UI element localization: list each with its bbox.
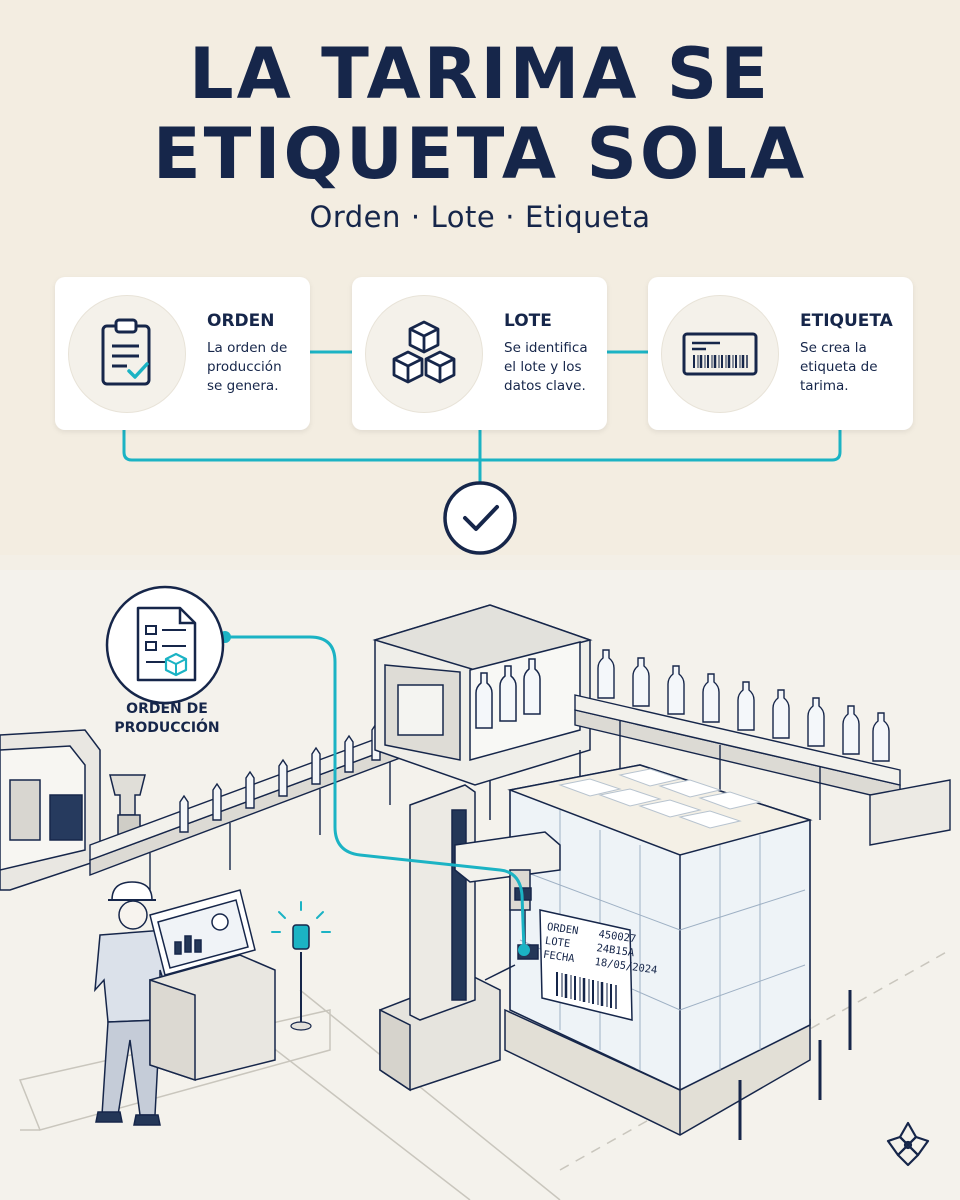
wrapped-pallet bbox=[504, 764, 852, 1140]
step-description-line: Se crea la bbox=[800, 340, 867, 356]
step-card-lote: LOTE Se identifica el lote y los datos c… bbox=[352, 277, 607, 430]
boxes-icon bbox=[392, 320, 456, 384]
step-description-line: producción bbox=[207, 359, 282, 375]
step-description-line: La orden de bbox=[207, 340, 288, 356]
control-terminal bbox=[149, 889, 276, 1082]
step-title: LOTE bbox=[504, 311, 552, 331]
step-description-line: Se identifica bbox=[504, 340, 588, 356]
subtitle-item-lote: Lote bbox=[430, 200, 496, 234]
page-title: LA TARIMA SE ETIQUETA SOLA bbox=[0, 34, 960, 194]
subtitle: Orden · Lote · Etiqueta bbox=[0, 200, 960, 234]
check-circle-icon bbox=[443, 481, 517, 555]
production-order-icon bbox=[105, 585, 225, 705]
step-icon-wrap bbox=[661, 295, 779, 413]
subtitle-separator: · bbox=[410, 200, 421, 234]
filling-machine bbox=[372, 604, 593, 820]
step-description-line: se genera. bbox=[207, 378, 279, 394]
step-title: ETIQUETA bbox=[800, 311, 893, 331]
step-card-orden: ORDEN La orden de producción se genera. bbox=[55, 277, 310, 430]
process-summary-section: LA TARIMA SE ETIQUETA SOLA Orden · Lote · Et… bbox=[0, 0, 960, 555]
step-description-line: etiqueta de bbox=[800, 359, 878, 375]
step-description-line: datos clave. bbox=[504, 378, 586, 394]
step-description: La orden de producción se genera. bbox=[207, 339, 307, 396]
title-line-2: ETIQUETA SOLA bbox=[152, 113, 808, 195]
pallet-label bbox=[539, 909, 633, 1021]
flow-connectors bbox=[122, 350, 842, 555]
beacon-light-icon bbox=[271, 901, 331, 1031]
step-description: Se identifica el lote y los datos clave. bbox=[504, 339, 604, 396]
clipboard-check-icon bbox=[101, 318, 151, 386]
step-title: ORDEN bbox=[207, 311, 275, 331]
subtitle-item-orden: Orden bbox=[309, 200, 401, 234]
step-description-line: tarima. bbox=[800, 378, 849, 394]
production-order-label-line: ORDEN DE bbox=[126, 701, 208, 717]
production-order-label: ORDEN DE PRODUCCIÓN bbox=[92, 700, 242, 738]
right-conveyor bbox=[574, 649, 951, 846]
production-order-label-line: PRODUCCIÓN bbox=[114, 720, 220, 736]
bottle-forming-machine bbox=[0, 729, 146, 891]
step-description: Se crea la etiqueta de tarima. bbox=[800, 339, 900, 396]
title-line-1: LA TARIMA SE bbox=[188, 33, 772, 115]
factory-scene-section: ORDEN DE PRODUCCIÓN ORDEN 450027 LOTE 24… bbox=[0, 570, 960, 1200]
data-flow-line bbox=[225, 635, 526, 951]
subtitle-item-etiqueta: Etiqueta bbox=[524, 200, 651, 234]
brand-logo-icon bbox=[886, 1121, 930, 1167]
factory-illustration bbox=[0, 585, 951, 1200]
step-description-line: el lote y los bbox=[504, 359, 582, 375]
step-icon-wrap bbox=[365, 295, 483, 413]
barcode-label-icon bbox=[682, 332, 758, 376]
step-icon-wrap bbox=[68, 295, 186, 413]
labeling-robot bbox=[379, 784, 561, 1092]
subtitle-separator: · bbox=[505, 200, 515, 234]
left-conveyor bbox=[89, 722, 401, 900]
step-card-etiqueta: ETIQUETA Se crea la etiqueta de tarima. bbox=[648, 277, 913, 430]
